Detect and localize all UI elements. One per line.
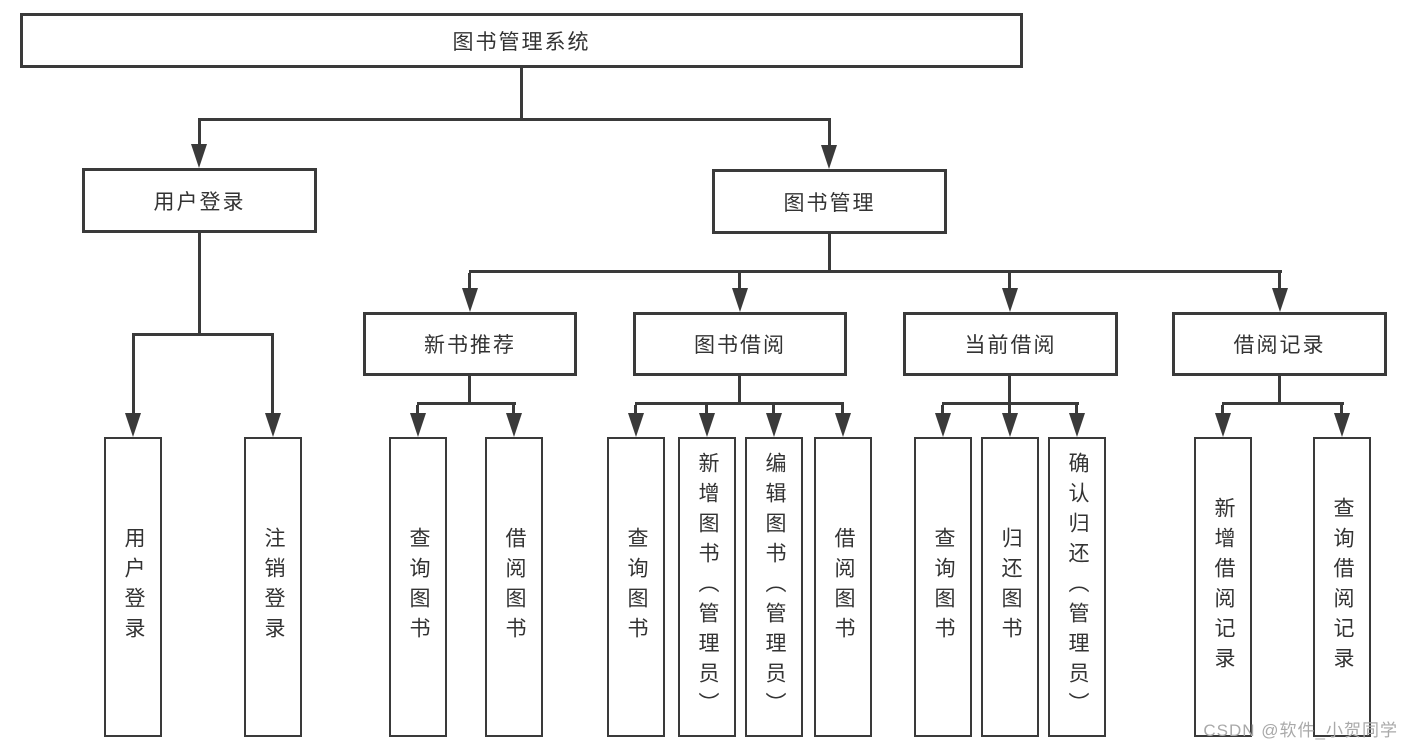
connector-line bbox=[635, 402, 844, 405]
connector-line bbox=[705, 405, 708, 416]
arrow-down-icon bbox=[1215, 413, 1231, 437]
leaf-borrow-books-label: 借阅图书 bbox=[832, 527, 855, 647]
node-user-login: 用户登录 bbox=[82, 168, 317, 233]
node-new-book-recommend-label: 新书推荐 bbox=[424, 334, 516, 357]
arrow-down-icon bbox=[265, 413, 281, 437]
arrow-down-icon bbox=[1334, 413, 1350, 437]
leaf-user-login: 用户登录 bbox=[104, 437, 162, 737]
connector-line bbox=[1278, 273, 1281, 290]
leaf-borrow-books-recommend: 借阅图书 bbox=[485, 437, 543, 737]
arrow-down-icon bbox=[699, 413, 715, 437]
leaf-edit-books-admin-label: 编辑图书（管理员） bbox=[763, 452, 786, 722]
arrow-down-icon bbox=[1069, 413, 1085, 437]
arrow-down-icon bbox=[1002, 288, 1018, 312]
connector-line bbox=[1278, 376, 1281, 404]
connector-line bbox=[772, 405, 775, 416]
node-book-borrowing: 图书借阅 bbox=[633, 312, 847, 376]
node-book-borrowing-label: 图书借阅 bbox=[694, 334, 786, 357]
connector-line bbox=[271, 336, 274, 415]
leaf-query-books-current: 查询图书 bbox=[914, 437, 972, 737]
csdn-watermark: CSDN @软件_小贺同学 bbox=[1203, 721, 1398, 740]
arrow-down-icon bbox=[732, 288, 748, 312]
arrow-down-icon bbox=[191, 144, 207, 168]
leaf-borrow-books-recommend-label: 借阅图书 bbox=[503, 527, 526, 647]
connector-line bbox=[942, 402, 1079, 405]
connector-line bbox=[738, 273, 741, 290]
leaf-return-books: 归还图书 bbox=[981, 437, 1039, 737]
leaf-edit-books-admin: 编辑图书（管理员） bbox=[745, 437, 803, 737]
leaf-user-login-label: 用户登录 bbox=[122, 527, 145, 647]
node-book-management-label: 图书管理 bbox=[783, 191, 876, 215]
connector-line bbox=[417, 402, 516, 405]
leaf-add-books-admin: 新增图书（管理员） bbox=[678, 437, 736, 737]
leaf-query-borrow-record-label: 查询借阅记录 bbox=[1331, 497, 1354, 677]
leaf-logout: 注销登录 bbox=[244, 437, 302, 737]
connector-line bbox=[198, 233, 201, 335]
arrow-down-icon bbox=[821, 145, 837, 169]
connector-line bbox=[469, 270, 1282, 273]
connector-line bbox=[841, 405, 844, 416]
arrow-down-icon bbox=[1272, 288, 1288, 312]
leaf-query-books-borrow-label: 查询图书 bbox=[625, 527, 648, 647]
connector-line bbox=[634, 405, 637, 416]
node-book-management: 图书管理 bbox=[712, 169, 947, 234]
leaf-query-books-borrow: 查询图书 bbox=[607, 437, 665, 737]
connector-line bbox=[828, 234, 831, 272]
arrow-down-icon bbox=[125, 413, 141, 437]
node-library-system-label: 图书管理系统 bbox=[452, 30, 591, 54]
arrow-down-icon bbox=[935, 413, 951, 437]
arrow-down-icon bbox=[1002, 413, 1018, 437]
connector-line bbox=[512, 405, 515, 416]
connector-line bbox=[1340, 405, 1343, 416]
node-borrow-records-label: 借阅记录 bbox=[1233, 334, 1326, 357]
connector-line bbox=[828, 121, 831, 147]
node-current-borrowing-label: 当前借阅 bbox=[964, 334, 1057, 357]
leaf-confirm-return-admin-label: 确认归还（管理员） bbox=[1066, 452, 1089, 722]
connector-line bbox=[1221, 405, 1224, 416]
node-user-login-label: 用户登录 bbox=[153, 190, 246, 214]
node-library-system: 图书管理系统 bbox=[20, 13, 1023, 68]
leaf-logout-label: 注销登录 bbox=[262, 527, 285, 647]
leaf-add-books-admin-label: 新增图书（管理员） bbox=[696, 452, 719, 722]
connector-line bbox=[468, 376, 471, 404]
node-current-borrowing: 当前借阅 bbox=[903, 312, 1118, 376]
connector-line bbox=[468, 273, 471, 290]
connector-line bbox=[198, 118, 831, 121]
leaf-borrow-books: 借阅图书 bbox=[814, 437, 872, 737]
connector-line bbox=[1008, 405, 1011, 416]
leaf-query-books-recommend: 查询图书 bbox=[389, 437, 447, 737]
connector-line bbox=[1008, 376, 1011, 404]
leaf-query-books-recommend-label: 查询图书 bbox=[407, 527, 430, 647]
arrow-down-icon bbox=[835, 413, 851, 437]
connector-line bbox=[738, 376, 741, 404]
connector-line bbox=[1075, 405, 1078, 416]
connector-line bbox=[132, 336, 135, 415]
leaf-query-books-current-label: 查询图书 bbox=[932, 527, 955, 647]
leaf-add-borrow-record: 新增借阅记录 bbox=[1194, 437, 1252, 737]
leaf-add-borrow-record-label: 新增借阅记录 bbox=[1212, 497, 1235, 677]
leaf-return-books-label: 归还图书 bbox=[999, 527, 1022, 647]
connector-line bbox=[132, 333, 274, 336]
arrow-down-icon bbox=[506, 413, 522, 437]
leaf-confirm-return-admin: 确认归还（管理员） bbox=[1048, 437, 1106, 737]
connector-line bbox=[1222, 402, 1344, 405]
arrow-down-icon bbox=[766, 413, 782, 437]
connector-line bbox=[1008, 273, 1011, 290]
node-borrow-records: 借阅记录 bbox=[1172, 312, 1387, 376]
node-new-book-recommend: 新书推荐 bbox=[363, 312, 577, 376]
arrow-down-icon bbox=[462, 288, 478, 312]
connector-line bbox=[198, 121, 201, 147]
connector-line bbox=[520, 66, 523, 120]
arrow-down-icon bbox=[628, 413, 644, 437]
connector-line bbox=[941, 405, 944, 416]
arrow-down-icon bbox=[410, 413, 426, 437]
connector-line bbox=[416, 405, 419, 416]
leaf-query-borrow-record: 查询借阅记录 bbox=[1313, 437, 1371, 737]
